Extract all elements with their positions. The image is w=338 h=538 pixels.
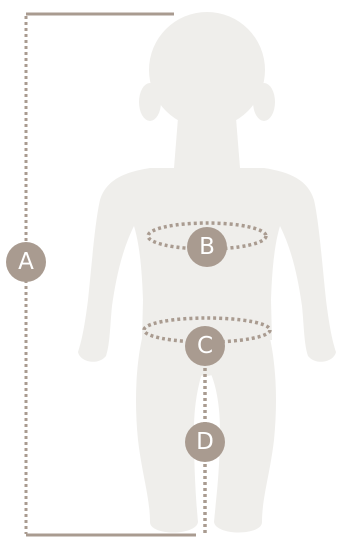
- silhouette-right-ear: [253, 83, 275, 121]
- waist-badge-label: C: [197, 333, 213, 359]
- silhouette-neck: [174, 118, 240, 168]
- chest-badge-label: B: [199, 234, 215, 260]
- waist-badge: C: [185, 326, 225, 366]
- height-badge-label: A: [18, 249, 34, 275]
- silhouette-left-ear: [139, 83, 161, 121]
- silhouette-head: [149, 12, 265, 128]
- inseam-badge: D: [185, 422, 225, 462]
- chest-badge: B: [187, 227, 227, 267]
- inseam-badge-label: D: [196, 429, 214, 455]
- height-badge: A: [6, 242, 46, 282]
